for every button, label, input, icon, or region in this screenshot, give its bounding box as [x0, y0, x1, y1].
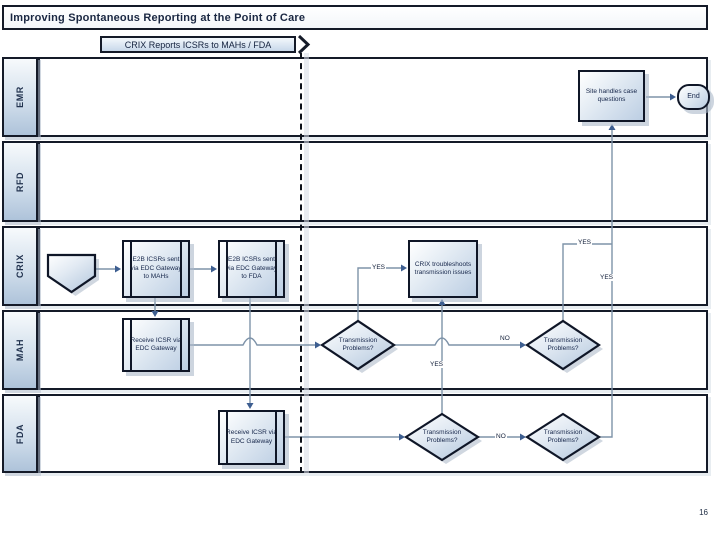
phase-separator-line: [300, 53, 302, 473]
diamond-mah-transmission-problems-2: [525, 319, 601, 371]
arrowhead: [401, 264, 407, 272]
arrowhead: [115, 265, 121, 273]
connector-fda-q2-yes-up-to-site: [599, 128, 613, 438]
edge-label-yes-fda-q1: YES: [429, 361, 445, 368]
node-e2b-icsrs-to-mahs: E2B ICSRs sent via EDC Gateway to MAHs: [122, 240, 190, 298]
lane-label-fda: FDA: [2, 394, 38, 473]
arrowhead: [438, 299, 446, 305]
arrowhead: [315, 341, 321, 349]
node-mah-receive-icsr: Receive ICSR via EDC Gateway: [122, 318, 190, 372]
node-mah-receive-text: Receive ICSR via EDC Gateway: [130, 336, 182, 352]
edge-label-no-fda: NO: [495, 433, 507, 440]
node-crix-troubleshoots-text: CRIX troubleshoots transmission issues: [414, 260, 472, 276]
connector-lines: [95, 96, 671, 438]
node-end-text: End: [687, 93, 700, 101]
arrowhead: [246, 403, 254, 409]
decision-diamonds: [46, 253, 602, 462]
diamond-fda-transmission-problems-2: [524, 412, 602, 462]
phase-line-shadow: [304, 53, 309, 473]
node-e2b-fda-text: E2B ICSRs sent via EDC Gateway to FDA: [225, 256, 278, 281]
process-banner: CRIX Reports ICSRs to MAHs / FDA: [100, 36, 296, 53]
lane-body-fda: [38, 394, 708, 473]
arrowhead: [151, 311, 159, 317]
node-crix-troubleshoots: CRIX troubleshoots transmission issues: [408, 240, 478, 298]
node-site-handles-text: Site handles case questions: [585, 87, 638, 103]
connector-mah-receive-to-q1: [190, 337, 315, 346]
arrowhead: [520, 433, 526, 441]
process-banner-label: CRIX Reports ICSRs to MAHs / FDA: [124, 39, 272, 50]
diamond-label-fda-q2: Transmission Problems?: [543, 429, 583, 445]
node-end-terminator: End: [677, 84, 710, 110]
diamond-label-mah-q2: Transmission Problems?: [543, 337, 583, 353]
edge-label-yes-mah-q1: YES: [371, 264, 387, 271]
lane-body-rfd: [38, 141, 708, 222]
diamond-fda-transmission-problems-1: [403, 412, 481, 462]
edge-label-yes-fda-q2: YES: [599, 274, 615, 281]
page-number: 16: [699, 508, 708, 517]
lane-label-emr: EMR: [2, 57, 38, 137]
slide-title-bar: Improving Spontaneous Reporting at the P…: [2, 5, 708, 30]
lane-label-rfd: RFD: [2, 141, 38, 222]
lane-label-crix: CRIX: [2, 226, 38, 306]
banner-chevron-icon: [297, 35, 311, 55]
diamond-label-fda-q1: Transmission Problems?: [422, 429, 462, 445]
connector-mah-q2-yes-up: [562, 243, 612, 321]
arrowhead: [211, 265, 217, 273]
diamond-mah-transmission-problems-1: [320, 319, 396, 371]
node-e2b-mahs-text: E2B ICSRs sent via EDC Gateway to MAHs: [130, 256, 182, 281]
arrowhead: [520, 341, 526, 349]
node-e2b-icsrs-to-fda: E2B ICSRs sent via EDC Gateway to FDA: [218, 240, 285, 298]
pentagon-offpage-connector: [46, 253, 97, 294]
connector-mah-q1-yes-to-crix: [357, 267, 402, 321]
node-fda-receive-icsr: Receive ICSR via EDC Gateway: [218, 410, 285, 465]
arrowhead: [670, 93, 676, 101]
edge-label-yes-mah-q2: YES: [577, 239, 593, 246]
edge-label-no-mah: NO: [500, 335, 510, 342]
arrowhead: [608, 124, 616, 130]
arrowhead: [399, 433, 405, 441]
node-fda-receive-text: Receive ICSR via EDC Gateway: [226, 429, 277, 445]
diamond-label-mah-q1: Transmission Problems?: [338, 337, 378, 353]
lane-label-mah: MAH: [2, 310, 38, 390]
page-title: Improving Spontaneous Reporting at the P…: [10, 11, 306, 24]
arrowheads: [115, 93, 676, 441]
node-site-handles-case-questions: Site handles case questions: [578, 70, 645, 122]
